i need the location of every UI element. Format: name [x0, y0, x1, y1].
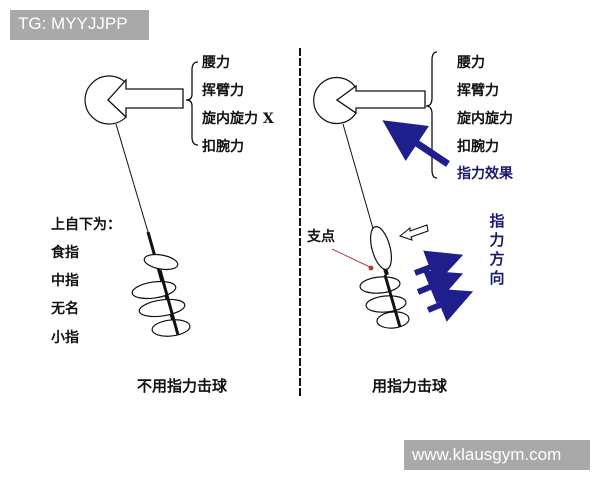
right-racket-head-icon [313, 76, 357, 125]
right-force-arrow-icon [335, 84, 426, 115]
left-force-wrist-snap: 扣腕力 [202, 139, 244, 155]
right-force-waist: 腰力 [457, 55, 485, 71]
right-force-arm-swing: 挥臂力 [457, 83, 499, 99]
watermark-top: TG: MYYJJPP [10, 10, 149, 40]
finger-heading: 上自下为： [51, 217, 121, 233]
right-force-wrist-snap: 扣腕力 [457, 139, 499, 155]
left-force-rotation: 旋内旋力 X [202, 111, 274, 127]
finger-direction-arrows-icon [413, 250, 474, 322]
finger-little: 小指 [51, 330, 79, 346]
fulcrum-pointer [331, 248, 373, 269]
right-brace-icon [425, 51, 438, 179]
finger-direction-label: 指力方向 [489, 212, 505, 287]
finger-index: 食指 [51, 245, 79, 261]
fulcrum-label: 支点 [307, 229, 335, 245]
finger-effect-label: 指力效果 [457, 166, 513, 182]
finger-ring: 无名 [51, 301, 79, 317]
finger-middle: 中指 [51, 273, 79, 289]
finger-effect-arrow-icon [382, 120, 450, 167]
watermark-bottom: www.klausgym.com [404, 440, 590, 470]
left-brace-icon [185, 61, 199, 146]
left-force-arrow-icon [107, 78, 184, 119]
left-racket-head-icon [84, 75, 127, 125]
left-racket-shaft [115, 123, 149, 233]
left-force-arm-swing: 挥臂力 [202, 83, 244, 99]
small-hollow-arrow-icon [398, 224, 429, 241]
right-caption: 用指力击球 [372, 377, 448, 395]
right-force-rotation: 旋内旋力 [457, 111, 513, 127]
left-force-waist: 腰力 [202, 55, 230, 71]
left-caption: 不用指力击球 [137, 377, 228, 395]
left-finger-grip-icon [131, 253, 191, 337]
right-racket-shaft [342, 123, 375, 233]
